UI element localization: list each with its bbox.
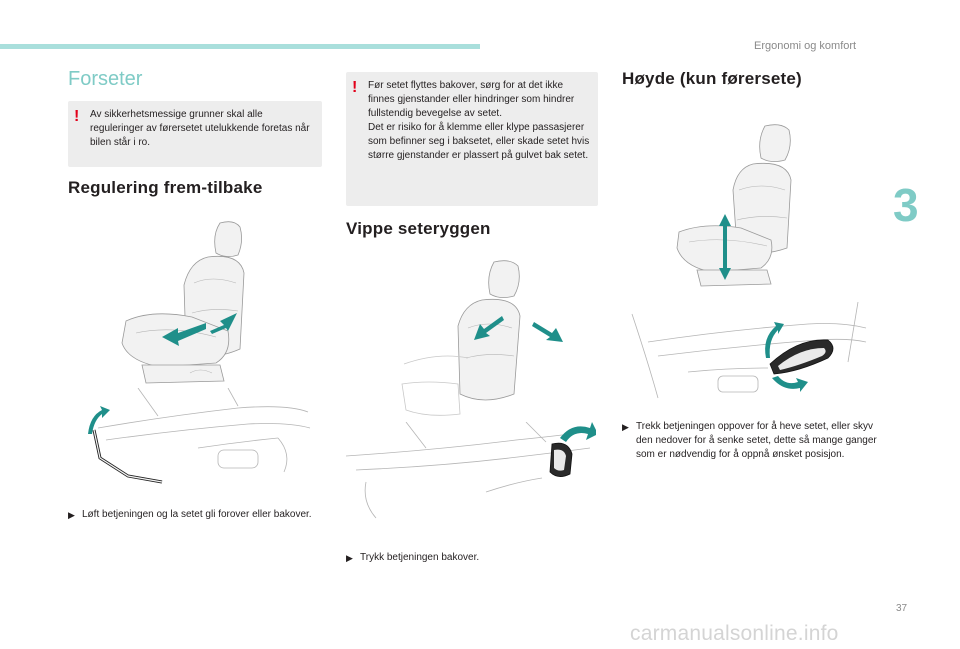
- instruction-text: Trekk betjeningen oppover for å heve set…: [636, 421, 877, 460]
- warning-text: Før setet flyttes bakover, sørg for at d…: [368, 79, 590, 163]
- page-number: 37: [896, 603, 908, 614]
- warning-text: Av sikkerhetsmessige grunner skal alle r…: [90, 109, 310, 148]
- header-accent-bar: [0, 44, 480, 49]
- page-title: Forseter: [68, 68, 143, 90]
- heading-fore-aft: Regulering frem-tilbake: [68, 178, 263, 197]
- warning-paragraph: Før setet flyttes bakover, sørg for at d…: [368, 80, 575, 119]
- seat-base-lever-illustration: [88, 388, 311, 484]
- warning-paragraph: Det er risiko for å klemme eller klype p…: [368, 122, 590, 161]
- chapter-number: 3: [893, 179, 919, 231]
- warning-box-rear-clearance: ! Før setet flyttes bakover, sørg for at…: [346, 72, 598, 206]
- seat-recline-illustration: [401, 260, 563, 416]
- bullet-marker: ▶: [622, 422, 629, 432]
- instruction-text: Trykk betjeningen bakover.: [360, 552, 480, 563]
- heading-recline: Vippe seteryggen: [346, 219, 491, 238]
- warning-box-safety: ! Av sikkerhetsmessige grunner skal alle…: [68, 101, 322, 167]
- section-title: Ergonomi og komfort: [754, 40, 857, 52]
- seat-recline-lever-illustration: [346, 422, 596, 519]
- heading-height: Høyde (kun førersete): [622, 69, 802, 88]
- instruction-recline: ▶ Trykk betjeningen bakover.: [346, 551, 598, 565]
- bullet-marker: ▶: [346, 553, 353, 563]
- instruction-fore-aft: ▶ Løft betjeningen og la setet gli forov…: [68, 508, 324, 522]
- instruction-text: Løft betjeningen og la setet gli forover…: [82, 509, 312, 520]
- seat-height-illustration: [676, 124, 792, 287]
- seat-height-lever-illustration: [631, 302, 867, 399]
- warning-icon: !: [352, 79, 358, 96]
- bullet-marker: ▶: [68, 510, 75, 520]
- watermark: carmanualsonline.info: [630, 622, 839, 645]
- instruction-height: ▶ Trekk betjeningen oppover for å heve s…: [622, 420, 878, 462]
- seat-fore-aft-illustration: [121, 221, 245, 384]
- warning-icon: !: [74, 108, 80, 125]
